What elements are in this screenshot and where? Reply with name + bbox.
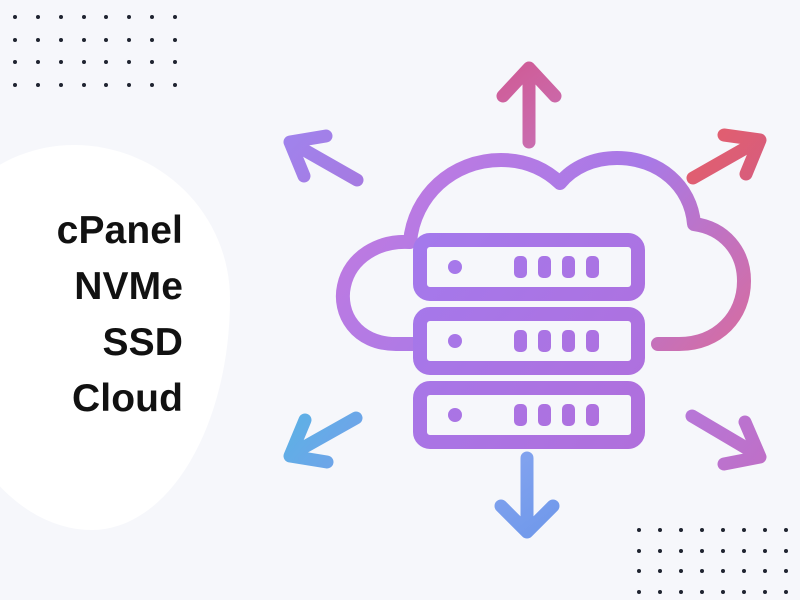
- decorative-dot: [636, 569, 641, 574]
- decorative-dot: [699, 548, 704, 553]
- arrow-down-right-icon: [685, 409, 767, 471]
- decorative-dot: [13, 82, 18, 87]
- decorative-dot: [36, 37, 41, 42]
- decorative-dot: [678, 589, 683, 594]
- decorative-dot: [678, 548, 683, 553]
- decorative-dot: [678, 569, 683, 574]
- decorative-dot: [58, 60, 63, 65]
- arrow-down-left-icon: [283, 411, 363, 469]
- feature-cpanel: cPanel: [56, 209, 183, 252]
- decorative-dot: [172, 82, 177, 87]
- decorative-dot: [657, 528, 662, 533]
- decorative-dot: [172, 60, 177, 65]
- decorative-dot: [783, 528, 788, 533]
- decorative-dot: [149, 37, 154, 42]
- decorative-dot: [678, 528, 683, 533]
- decorative-dot: [127, 15, 132, 20]
- decorative-dot: [720, 589, 725, 594]
- dot-grid-bottom-right: [628, 520, 796, 600]
- decorative-dot: [699, 589, 704, 594]
- decorative-dot: [104, 82, 109, 87]
- decorative-dot: [762, 569, 767, 574]
- decorative-dot: [127, 37, 132, 42]
- feature-cloud: Cloud: [72, 377, 183, 420]
- decorative-dot: [81, 37, 86, 42]
- decorative-dot: [81, 15, 86, 20]
- decorative-dot: [741, 589, 746, 594]
- decorative-dot: [699, 569, 704, 574]
- decorative-dot: [149, 15, 154, 20]
- decorative-dot: [720, 569, 725, 574]
- feature-ssd: SSD: [102, 321, 183, 364]
- decorative-dot: [783, 589, 788, 594]
- cloud-icon: [335, 151, 751, 351]
- decorative-dot: [58, 82, 63, 87]
- decorative-dot: [127, 60, 132, 65]
- decorative-dot: [699, 528, 704, 533]
- decorative-dot: [149, 60, 154, 65]
- arrow-up-left-icon: [283, 129, 364, 187]
- decorative-dot: [13, 60, 18, 65]
- decorative-dot: [81, 60, 86, 65]
- decorative-dot: [13, 37, 18, 42]
- decorative-dot: [104, 15, 109, 20]
- decorative-dot: [58, 37, 63, 42]
- decorative-dot: [104, 37, 109, 42]
- arrow-up-right-icon: [686, 128, 767, 185]
- decorative-dot: [741, 528, 746, 533]
- decorative-dot: [720, 548, 725, 553]
- decorative-dot: [36, 60, 41, 65]
- feature-list: cPanel NVMe SSD Cloud: [20, 208, 183, 432]
- decorative-dot: [81, 82, 86, 87]
- decorative-dot: [720, 528, 725, 533]
- decorative-dot: [783, 548, 788, 553]
- decorative-dot: [657, 569, 662, 574]
- decorative-dot: [104, 60, 109, 65]
- decorative-dot: [127, 82, 132, 87]
- decorative-dot: [36, 82, 41, 87]
- decorative-dot: [58, 15, 63, 20]
- decorative-dot: [741, 548, 746, 553]
- decorative-dot: [657, 548, 662, 553]
- feature-nvme: NVMe: [74, 265, 183, 308]
- decorative-dot: [13, 15, 18, 20]
- decorative-dot: [783, 569, 788, 574]
- decorative-dot: [762, 528, 767, 533]
- decorative-dot: [762, 589, 767, 594]
- arrow-down-icon: [494, 451, 560, 539]
- decorative-dot: [636, 528, 641, 533]
- decorative-dot: [741, 569, 746, 574]
- decorative-dot: [762, 548, 767, 553]
- decorative-dot: [149, 82, 154, 87]
- decorative-dot: [172, 37, 177, 42]
- decorative-dot: [636, 589, 641, 594]
- dot-grid-top-left: [4, 6, 186, 96]
- decorative-dot: [657, 589, 662, 594]
- arrow-up-icon: [496, 61, 562, 149]
- decorative-dot: [36, 15, 41, 20]
- decorative-dot: [636, 548, 641, 553]
- decorative-dot: [172, 15, 177, 20]
- server-rack-icon: [413, 233, 645, 449]
